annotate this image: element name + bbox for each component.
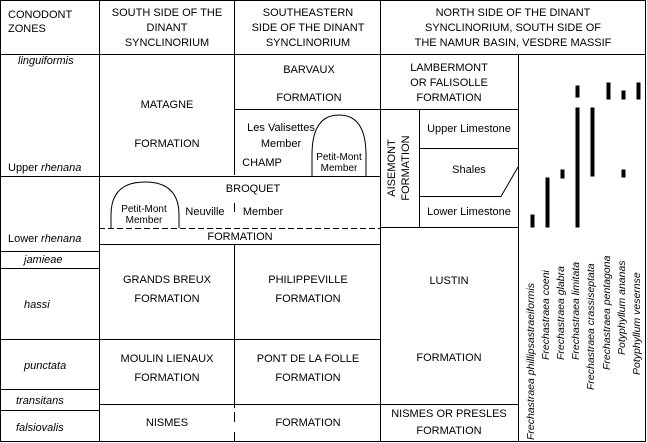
unit-nismes-presles: NISMES OR PRESLES <box>391 408 507 420</box>
zone-jamieae: jamieae <box>22 254 63 266</box>
range-bar-limitata <box>575 107 580 228</box>
unit-lambermont-formation: FORMATION <box>416 92 481 104</box>
unit-lambermont: LAMBERMONT <box>410 62 488 74</box>
header-zones-line1: CONODONT <box>8 9 72 21</box>
unit-moulin-lienaux-formation: FORMATION <box>134 372 199 384</box>
species-label-4: Frechastraea limitata <box>570 262 582 360</box>
petit-mont-dome-lower <box>110 181 180 228</box>
zone-transitans: transitans <box>16 395 64 407</box>
header-north-line1: NORTH SIDE OF THE DINANT <box>436 7 591 19</box>
unit-aisemont-line1: AISEMONT <box>386 139 398 197</box>
header-south-line3: SYNCLINORIUM <box>125 37 209 49</box>
species-label-6: Frechastraea pentagona <box>601 255 613 370</box>
petit-mont-dome-upper <box>311 114 367 176</box>
header-southeast-line3: SYNCLINORIUM <box>266 37 350 49</box>
species-labels: Frechastraea phillipsastraeiformis Frech… <box>525 255 643 440</box>
unit-neuville: Neuville <box>185 206 224 218</box>
unit-philippeville: PHILIPPEVILLE <box>268 274 348 286</box>
zone-linguiformis: linguiformis <box>18 55 74 67</box>
header-south-line2: DINANT <box>147 22 188 34</box>
unit-aisemont: AISEMONT FORMATION <box>386 135 412 200</box>
unit-nismes: NISMES <box>146 417 188 429</box>
species-label-1: Frechastraea phillipsastraeiformis <box>525 282 537 440</box>
unit-barvaux: BARVAUX <box>283 64 335 76</box>
unit-neuville-member: Member <box>243 206 284 218</box>
species-label-8: Potyphyllum vesernse <box>631 272 643 375</box>
header-zones-line2: ZONES <box>8 23 46 35</box>
conodont-zones: linguiformis Upper rhenana Lower rhenana… <box>8 55 81 434</box>
zone-upper-rhenana: Upper rhenana <box>8 162 81 174</box>
unit-matagne: MATAGNE <box>141 99 194 111</box>
unit-barvaux-formation: FORMATION <box>276 92 341 104</box>
species-label-7: Potyphyllum ananas <box>616 260 628 355</box>
species-label-5: Frechastraea crassiseptata <box>585 263 597 390</box>
unit-petit-mont-upper: Petit-Mont <box>316 152 362 163</box>
zone-falsiovalis: falsiovalis <box>16 422 64 434</box>
species-label-2: Frechastraea coeni <box>540 269 552 360</box>
unit-broquet: BROQUET <box>226 183 281 195</box>
unit-lustin-formation: FORMATION <box>416 352 481 364</box>
header-southeast-line1: SOUTHEASTERN <box>263 7 354 19</box>
unit-valisettes: Les Valisettes <box>247 122 315 134</box>
range-bar-crassiseptata <box>590 107 595 177</box>
units-south-southeast: MATAGNE FORMATION BARVAUX FORMATION Les … <box>121 64 362 429</box>
zone-hassi: hassi <box>24 299 50 311</box>
unit-lambermont-or: OR FALISOLLE <box>410 77 488 89</box>
species-range-bars <box>530 82 641 228</box>
range-bar-ananas-lower <box>621 169 626 178</box>
header-south: SOUTH SIDE OF THE DINANT SYNCLINORIUM <box>112 7 222 49</box>
unit-petit-mont-upper-member: Member <box>321 163 358 174</box>
range-bar-phillipsastraeiformis <box>530 214 535 228</box>
unit-nismes-presles-formation: FORMATION <box>416 425 481 437</box>
unit-pont-de-la-folle-formation: FORMATION <box>275 372 340 384</box>
header-south-line1: SOUTH SIDE OF THE <box>112 7 222 19</box>
unit-matagne-formation: FORMATION <box>134 138 199 150</box>
unit-shales: Shales <box>452 164 486 176</box>
unit-valisettes-member: Member <box>261 138 302 150</box>
header-southeast-line2: SIDE OF THE DINANT <box>252 22 365 34</box>
unit-moulin-lienaux: MOULIN LIENAUX <box>121 353 215 365</box>
zone-lower-rhenana-prefix: Lower <box>8 233 38 245</box>
unit-aisemont-line2: FORMATION <box>400 135 412 200</box>
zone-punctata: punctata <box>23 360 66 372</box>
header-north: NORTH SIDE OF THE DINANT SYNCLINORIUM, S… <box>415 7 612 49</box>
zone-upper-rhenana-name: rhenana <box>41 162 81 174</box>
unit-grands-breux-formation: FORMATION <box>134 293 199 305</box>
range-bar-ananas <box>621 90 626 100</box>
unit-lower-limestone: Lower Limestone <box>427 206 511 218</box>
zone-lower-rhenana: Lower rhenana <box>8 233 81 245</box>
species-label-3: Frechastraea glabra <box>555 266 567 360</box>
header-southeast: SOUTHEASTERN SIDE OF THE DINANT SYNCLINO… <box>252 7 365 49</box>
unit-grands-breux: GRANDS BREUX <box>123 274 212 286</box>
unit-pont-de-la-folle: PONT DE LA FOLLE <box>257 353 360 365</box>
range-bar-limitata-upper <box>575 85 580 98</box>
unit-philippeville-formation: FORMATION <box>275 293 340 305</box>
unit-petit-mont-lower-member: Member <box>126 215 163 226</box>
unit-formation-band: FORMATION <box>207 231 272 243</box>
header-zones: CONODONT ZONES <box>8 9 72 35</box>
zone-upper-rhenana-prefix: Upper <box>8 162 38 174</box>
unit-champ: CHAMP <box>242 157 282 169</box>
range-bar-vesernse <box>636 82 641 100</box>
unit-lustin: LUSTIN <box>429 275 468 287</box>
zone-lower-rhenana-name: rhenana <box>41 233 81 245</box>
header-north-line2: SYNCLINORIUM, SOUTH SIDE OF <box>425 22 601 34</box>
range-bar-pentagona <box>606 82 611 100</box>
unit-petit-mont-lower: Petit-Mont <box>121 204 167 215</box>
header-north-line3: THE NAMUR BASIN, VESDRE MASSIF <box>415 37 612 49</box>
units-north: LAMBERMONT OR FALISOLLE FORMATION AISEMO… <box>386 62 511 437</box>
range-bar-coeni <box>545 177 550 228</box>
unit-upper-limestone: Upper Limestone <box>427 123 511 135</box>
unit-nismes-formation: FORMATION <box>275 417 340 429</box>
range-bar-glabra <box>560 169 565 179</box>
